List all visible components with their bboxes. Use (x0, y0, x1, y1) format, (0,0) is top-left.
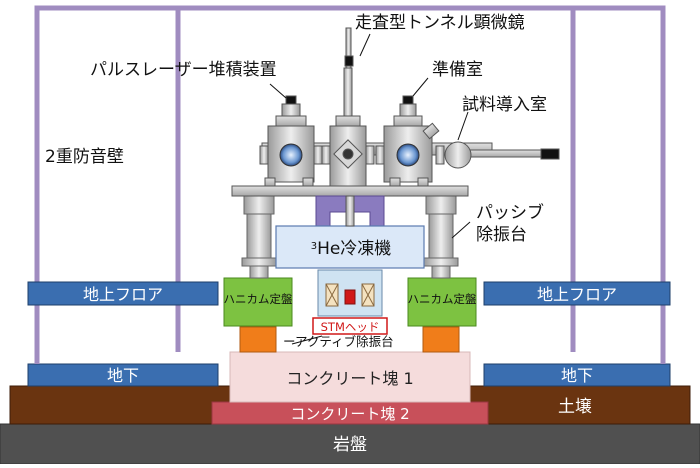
ground-floor-right: 地上フロア (483, 281, 671, 306)
vacuum-table (231, 185, 469, 197)
active-isolator-left (239, 326, 277, 353)
bedrock-layer: 岩盤 (0, 423, 700, 465)
passive-isolator-right (423, 195, 459, 279)
concrete-block-2-label: コンクリート塊 2 (290, 405, 409, 423)
passive-isolator-left (241, 195, 277, 279)
he3-label: 3He冷凍機 (311, 239, 392, 259)
stm-head-core (344, 289, 356, 305)
basement-left: 地下 (27, 363, 219, 387)
leader-lines (269, 33, 471, 239)
ground-floor-left: 地上フロア (27, 281, 219, 306)
ground-floor-right-label: 地上フロア (537, 285, 617, 304)
active-isolator-leader (291, 335, 323, 345)
honeycomb-table-left: ハニカム定盤 (223, 277, 293, 327)
uhv-chamber (259, 27, 560, 187)
passive-isolator-label-2: 除振台 (476, 225, 527, 245)
basement-right: 地下 (483, 363, 671, 387)
honeycomb-left-label: ハニカム定盤 (224, 292, 293, 306)
prep-chamber-label: 準備室 (432, 60, 483, 80)
active-isolator-right (422, 326, 460, 353)
central-rod (345, 195, 355, 227)
soil-label: 土壌 (558, 397, 592, 417)
he3-cryostat: 3He冷凍機 (275, 225, 425, 269)
concrete-block-1-label: コンクリート塊 1 (286, 369, 413, 388)
honeycomb-right-label: ハニカム定盤 (408, 292, 477, 306)
ground-floor-left-label: 地上フロア (83, 285, 163, 304)
concrete-block-1: コンクリート塊 1 (229, 351, 471, 403)
basement-left-label: 地下 (107, 366, 139, 385)
basement-right-label: 地下 (561, 366, 593, 385)
stm-head-box (312, 317, 388, 335)
honeycomb-table-right: ハニカム定盤 (407, 277, 477, 327)
stm-label: 走査型トンネル顕微鏡 (355, 13, 525, 33)
concrete-block-2: コンクリート塊 2 (211, 401, 489, 425)
bedrock-label: 岩盤 (333, 435, 367, 455)
soundproof-wall-label: 2重防音壁 (45, 147, 124, 167)
load-lock-label: 試料導入室 (462, 95, 547, 115)
active-isolator-label: ーアクティブ除振台 (283, 334, 394, 349)
passive-isolator-label-1: パッシブ (476, 202, 544, 223)
stm-head-label: STMヘッド (321, 320, 380, 334)
pld-label: パルスレーザー堆積装置 (90, 60, 277, 80)
